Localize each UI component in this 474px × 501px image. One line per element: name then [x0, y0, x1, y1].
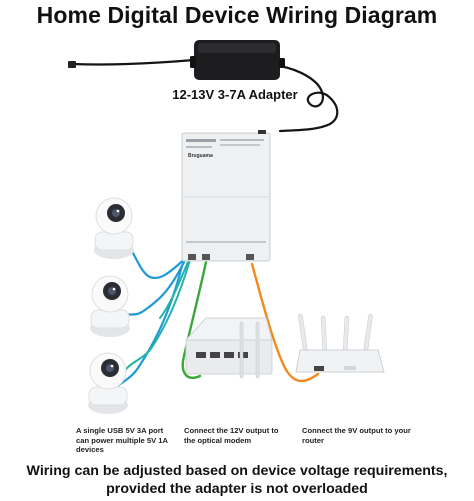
hub-brand: Bruguama [188, 153, 213, 159]
footer-line-2: provided the adapter is not overloaded [106, 481, 368, 497]
security-camera-1 [94, 197, 134, 259]
adapter-cable [70, 58, 339, 133]
router-cable [250, 262, 320, 383]
security-camera-3 [88, 352, 128, 414]
adapter-label: 12-13V 3-7A Adapter [172, 87, 298, 102]
modem-cable [181, 260, 208, 379]
modem-caption: Connect the 12V output to the optical mo… [184, 426, 279, 445]
optical-modem [184, 317, 273, 379]
router-caption: Connect the 9V output to your router [302, 426, 411, 445]
footer-line-1: Wiring can be adjusted based on device v… [26, 463, 448, 479]
power-adapter [68, 40, 285, 80]
wifi-router [295, 313, 385, 373]
security-camera-2 [90, 275, 130, 337]
cameras-caption: A single USB 5V 3A port can power multip… [76, 426, 168, 455]
diagram-title: Home Digital Device Wiring Diagram [36, 2, 438, 28]
usb-cables-teal [123, 259, 191, 373]
footer-note: Wiring can be adjusted based on device v… [0, 462, 474, 498]
power-distribution-hub: Bruguama [181, 130, 271, 262]
